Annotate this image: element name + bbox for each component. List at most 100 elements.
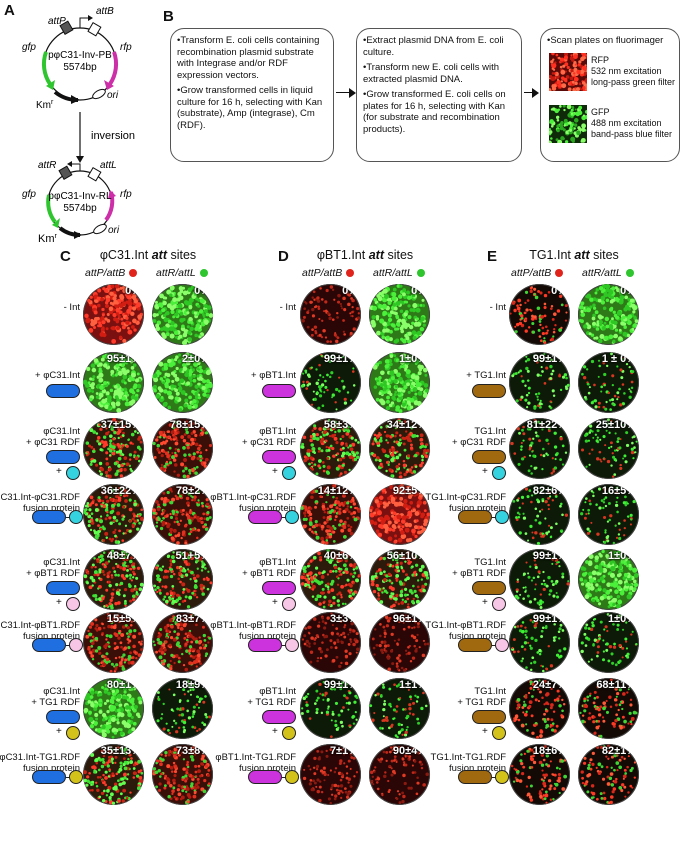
recombination-percentage: 82±6% (532, 485, 567, 497)
column-header-text: attP/attB (511, 267, 552, 279)
colony-image (580, 486, 636, 545)
condition-label-line: φBT1.Int (259, 686, 296, 697)
recombination-percentage: 1 ± 0% (601, 353, 636, 365)
plate-attr-attl: 1±1% (369, 678, 430, 739)
plate-attr-attl: 25±10% (578, 418, 639, 479)
workflow-step-6: •Scan plates on fluorimager (547, 35, 664, 46)
panel-letter-a: A (4, 2, 15, 19)
green-dot-icon (625, 269, 634, 278)
colony-image (152, 420, 213, 479)
integrase-protein-icon (262, 581, 296, 595)
fusion-integrase-icon (458, 770, 492, 784)
fusion-integrase-icon (32, 638, 66, 652)
panel-letter-c: C (60, 248, 71, 265)
colony-image (372, 352, 430, 413)
fusion-linker-icon (66, 776, 70, 778)
recombination-percentage: 0% (620, 285, 636, 297)
plasmid-size-bottom: 5574bp (63, 203, 97, 214)
condition-label-line: TG1.Int (474, 426, 506, 437)
plate-attr-attl: 82±1% (578, 744, 639, 805)
colony-image (83, 746, 144, 805)
condition-label: TG1.Int+ φBT1 RDF (452, 557, 506, 579)
plate-attr-attl: 78±2% (152, 484, 213, 545)
gfp-scan-filter: band-pass blue filter (591, 129, 673, 139)
recombination-percentage: 99±1% (532, 613, 567, 625)
condition-label-line: φC31.Int-φBT1.RDF (0, 620, 80, 631)
condition-label-line: + TG1 RDF (31, 697, 80, 708)
recombination-percentage: 78±15% (169, 419, 210, 431)
condition-label-line: + φBT1 RDF (452, 568, 506, 579)
recombination-percentage: 1±0% (607, 613, 636, 625)
plate-attp-attb: 3±3% (300, 612, 361, 673)
gfp-label-bottom: gfp (22, 189, 36, 200)
colony-image (153, 551, 213, 609)
workflow-box-scan: •Scan plates on fluorimager RFP 532 nm e… (540, 28, 680, 162)
colony-image (370, 418, 430, 479)
section-title-sites: sites (166, 248, 197, 262)
recombination-percentage: 37±15% (100, 419, 141, 431)
section-title-att: att (151, 248, 167, 262)
plus-symbol: + (272, 597, 278, 608)
condition-label-line: TG1.Int-φBT1.RDF (425, 620, 506, 631)
red-dot-icon (129, 269, 138, 278)
colony-image (85, 613, 144, 673)
plate-attp-attb: 18±6% (509, 744, 570, 805)
condition-label-line: TG1.Int-TG1.RDF (430, 752, 506, 763)
colony-image (152, 285, 213, 345)
condition-label-line: + φC31 RDF (242, 437, 296, 448)
condition-label-line: TG1.Int (474, 686, 506, 697)
plate-attp-attb: 82±6% (509, 484, 570, 545)
condition-label-line: fusion protein (448, 763, 506, 774)
fusion-rdf-icon (285, 510, 299, 524)
section-title-int: TG1.Int (529, 248, 575, 262)
condition-label-line: fusion protein (22, 631, 80, 642)
recombination-percentage: 1±1% (398, 679, 427, 691)
condition-label-line: - Int (279, 302, 296, 313)
recombination-percentage: 68±11% (596, 679, 636, 691)
recombination-percentage: 48±7% (106, 550, 141, 562)
attr-label: attR (38, 160, 56, 171)
plate-attp-attb: 99±1% (509, 549, 570, 610)
column-header-text: attP/attB (85, 267, 126, 279)
colony-image (300, 484, 361, 545)
condition-label-line: fusion protein (238, 631, 296, 642)
fusion-linker-icon (492, 644, 496, 646)
colony-image (152, 352, 213, 412)
recombination-percentage: 73±8% (175, 745, 210, 757)
colony-image (302, 747, 359, 805)
plate-attp-attb: 0% (509, 284, 570, 345)
recombination-percentage: 95±1% (106, 353, 141, 365)
panel-letter-b: B (163, 8, 174, 25)
plate-attr-attl: 16±5% (578, 484, 639, 545)
condition-label-line: - Int (63, 302, 80, 313)
integrase-protein-icon (262, 710, 296, 724)
green-dot-icon (416, 269, 425, 278)
condition-label-line: + φC31 RDF (26, 437, 80, 448)
condition-label-line: TG1.Int (474, 557, 506, 568)
condition-label-line: fusion protein (448, 503, 506, 514)
colony-image (371, 614, 430, 672)
colony-image (156, 680, 211, 735)
plate-attp-attb: 15±5% (83, 612, 144, 673)
plate-attr-attl: 0% (152, 284, 213, 345)
attp-label: attP (48, 16, 66, 27)
recombination-percentage: 83±7% (175, 613, 210, 625)
colony-image (83, 678, 143, 739)
condition-label: TG1.Int+ φC31 RDF (452, 426, 506, 448)
rfp-scan-filter: long-pass green filter (591, 77, 676, 87)
condition-label-line: φC31.Int (43, 557, 80, 568)
condition-label: + TG1.Int (466, 370, 506, 381)
recombination-percentage: 34±12% (386, 419, 427, 431)
plate-attr-attl: 34±12% (369, 418, 430, 479)
rdf-protein-icon (492, 726, 506, 740)
plate-attr-attl: 96±1% (369, 612, 430, 673)
recombination-percentage: 36±22% (100, 485, 141, 497)
recombination-percentage: 15±5% (106, 613, 141, 625)
section-title-sites: sites (589, 248, 619, 262)
condition-label: + φBT1.Int (251, 370, 296, 381)
fusion-linker-icon (282, 516, 286, 518)
colony-image (370, 551, 430, 609)
